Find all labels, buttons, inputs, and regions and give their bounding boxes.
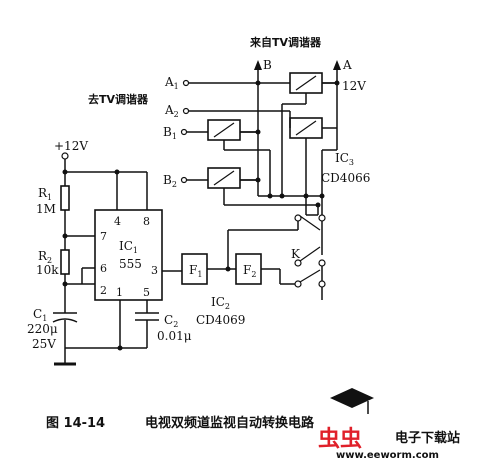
pin-3: 3 (151, 264, 158, 277)
signal-wiring (185, 60, 341, 255)
pin-8: 8 (143, 215, 150, 228)
terminal-b2 (180, 176, 188, 184)
label-node-b: B (263, 58, 272, 72)
timer-section (52, 152, 182, 366)
label-ic3-part: CD4066 (321, 171, 370, 185)
inverter-section (181, 221, 323, 300)
label-c1-value: 220μ (27, 322, 58, 336)
switch-k (294, 214, 326, 288)
label-k: K (291, 247, 301, 261)
label-b1: B1 (163, 125, 177, 141)
pin-4: 4 (114, 215, 121, 228)
watermark: 虫虫 电子下载站 www.eeworm.com (318, 388, 460, 461)
terminal-b1 (180, 128, 188, 136)
label-f1: F1 (189, 263, 202, 279)
label-c2: C2 (164, 313, 178, 329)
figure-title: 电视双频道监视自动转换电路 (145, 415, 315, 431)
watermark-logo: 虫虫 (318, 426, 362, 452)
resistor-r1 (60, 185, 70, 211)
supply-terminal (61, 152, 69, 160)
label-ic1: IC1 (119, 239, 138, 255)
watermark-url: www.eeworm.com (336, 450, 439, 461)
label-f2: F2 (243, 263, 256, 279)
pin-5: 5 (143, 286, 150, 299)
label-a2: A2 (164, 103, 179, 119)
terminal-a2 (182, 107, 190, 115)
label-12v-left: +12V (54, 139, 88, 153)
label-ic2: IC2 (211, 295, 230, 311)
label-r1: R1 (38, 186, 52, 202)
label-to-tuner: 去TV调谐器 (88, 92, 149, 106)
pin-6: 6 (100, 262, 107, 275)
label-ic1-part: 555 (119, 257, 142, 271)
label-from-tuner: 来自TV调谐器 (249, 35, 322, 49)
watermark-site-name: 电子下载站 (395, 430, 460, 446)
pin-7: 7 (100, 230, 107, 243)
label-a1: A1 (164, 75, 179, 91)
label-ic3: IC3 (335, 151, 354, 167)
label-c2-value: 0.01μ (157, 329, 192, 343)
label-r1-value: 1M (36, 202, 56, 216)
pin-2: 2 (100, 284, 107, 297)
label-c1-rating: 25V (32, 337, 56, 351)
ic1-555 (94, 209, 163, 301)
label-c1: C1 (33, 307, 47, 323)
label-r2: R2 (38, 249, 52, 265)
figure-number: 图 14-14 (46, 416, 105, 431)
label-r2-value: 10k (36, 263, 59, 277)
label-12v-top: 12V (342, 79, 366, 93)
label-b2: B2 (163, 173, 177, 189)
pin-1: 1 (116, 286, 123, 299)
terminal-a1 (182, 79, 190, 87)
resistor-r2 (60, 249, 70, 275)
mortarboard-icon (330, 388, 374, 408)
label-node-a: A (342, 58, 352, 72)
label-ic2-part: CD4069 (196, 313, 245, 327)
